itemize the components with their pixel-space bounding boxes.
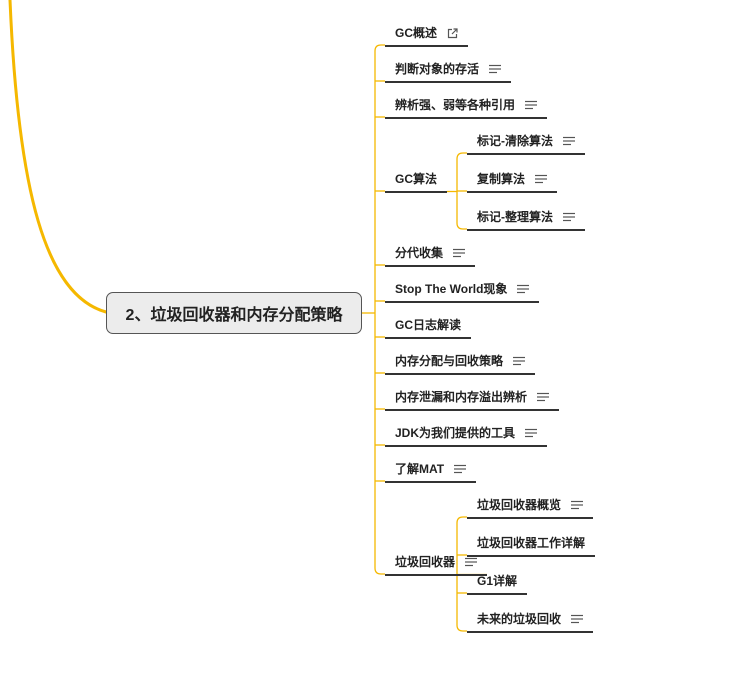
- parent-curve: [8, 0, 108, 314]
- notes-icon[interactable]: [535, 174, 548, 184]
- main-branch-connector: [362, 44, 385, 575]
- notes-icon[interactable]: [513, 356, 526, 366]
- topic-label: 垃圾回收器工作详解: [477, 536, 586, 550]
- topic-label: Stop The World现象: [395, 282, 508, 296]
- branch-topic[interactable]: 内存泄漏和内存溢出辨析: [395, 387, 550, 407]
- topic-label: 标记-清除算法: [477, 134, 553, 148]
- topic-underline: [467, 229, 585, 231]
- sub-branch-connector: [447, 152, 467, 230]
- branch-topic[interactable]: GC概述: [395, 23, 458, 43]
- topic-label: 内存分配与回收策略: [395, 354, 504, 368]
- topic-label: GC日志解读: [395, 318, 462, 332]
- topic-label: 复制算法: [477, 172, 526, 186]
- topic-underline: [467, 517, 593, 519]
- topic-label: 内存泄漏和内存溢出辨析: [395, 390, 528, 404]
- topic-underline: [385, 301, 539, 303]
- branch-topic[interactable]: Stop The World现象: [395, 279, 530, 299]
- topic-underline: [385, 337, 471, 339]
- topic-underline: [385, 574, 487, 576]
- branch-topic[interactable]: 辨析强、弱等各种引用: [395, 95, 538, 115]
- root-topic-label: 2、垃圾回收器和内存分配策略: [125, 307, 343, 324]
- topic-label: 垃圾回收器概览: [477, 498, 562, 512]
- topic-label: 了解MAT: [395, 462, 445, 476]
- sub-topic[interactable]: 未来的垃圾回收: [477, 609, 584, 629]
- topic-label: GC概述: [395, 26, 438, 40]
- topic-label: 标记-整理算法: [477, 210, 553, 224]
- notes-icon[interactable]: [517, 284, 530, 294]
- topic-label: GC算法: [395, 172, 438, 186]
- sub-topic[interactable]: 垃圾回收器概览: [477, 495, 584, 515]
- notes-icon[interactable]: [571, 614, 584, 624]
- branch-topic[interactable]: 垃圾回收器: [395, 552, 478, 572]
- branch-topic[interactable]: 分代收集: [395, 243, 466, 263]
- topic-underline: [385, 265, 475, 267]
- external-link-icon[interactable]: [447, 27, 458, 39]
- topic-label: 判断对象的存活: [395, 62, 480, 76]
- notes-icon[interactable]: [453, 248, 466, 258]
- sub-topic[interactable]: 标记-清除算法: [477, 131, 575, 151]
- sub-topic[interactable]: 垃圾回收器工作详解: [477, 533, 585, 553]
- branch-topic[interactable]: GC日志解读: [395, 315, 461, 335]
- branch-topic[interactable]: JDK为我们提供的工具: [395, 423, 538, 443]
- notes-icon[interactable]: [537, 392, 550, 402]
- topic-label: JDK为我们提供的工具: [395, 426, 516, 440]
- topic-label: 未来的垃圾回收: [477, 612, 562, 626]
- root-topic[interactable]: 2、垃圾回收器和内存分配策略: [106, 292, 362, 334]
- topic-underline: [385, 81, 511, 83]
- branch-topic[interactable]: 了解MAT: [395, 459, 467, 479]
- topic-underline: [385, 117, 547, 119]
- topic-underline: [385, 409, 559, 411]
- branch-topic[interactable]: GC算法: [395, 169, 437, 189]
- notes-icon[interactable]: [563, 212, 575, 222]
- topic-label: G1详解: [477, 574, 518, 588]
- branch-topic[interactable]: 内存分配与回收策略: [395, 351, 526, 371]
- notes-icon[interactable]: [563, 136, 575, 146]
- topic-underline: [467, 153, 585, 155]
- topic-underline: [385, 373, 535, 375]
- sub-topic[interactable]: G1详解: [477, 571, 517, 591]
- notes-icon[interactable]: [454, 464, 467, 474]
- topic-label: 辨析强、弱等各种引用: [395, 98, 516, 112]
- topic-underline: [385, 445, 547, 447]
- topic-underline: [385, 191, 447, 193]
- notes-icon[interactable]: [489, 64, 502, 74]
- notes-icon[interactable]: [525, 428, 538, 438]
- topic-label: 分代收集: [395, 246, 444, 260]
- topic-underline: [467, 593, 527, 595]
- sub-topic[interactable]: 复制算法: [477, 169, 548, 189]
- topic-underline: [385, 45, 468, 47]
- notes-icon[interactable]: [525, 100, 538, 110]
- sub-topic[interactable]: 标记-整理算法: [477, 207, 575, 227]
- topic-label: 垃圾回收器: [395, 555, 456, 569]
- topic-underline: [467, 631, 593, 633]
- topic-underline: [385, 481, 476, 483]
- branch-topic[interactable]: 判断对象的存活: [395, 59, 502, 79]
- notes-icon[interactable]: [465, 557, 478, 567]
- topic-underline: [467, 191, 557, 193]
- topic-underline: [467, 555, 595, 557]
- notes-icon[interactable]: [571, 500, 584, 510]
